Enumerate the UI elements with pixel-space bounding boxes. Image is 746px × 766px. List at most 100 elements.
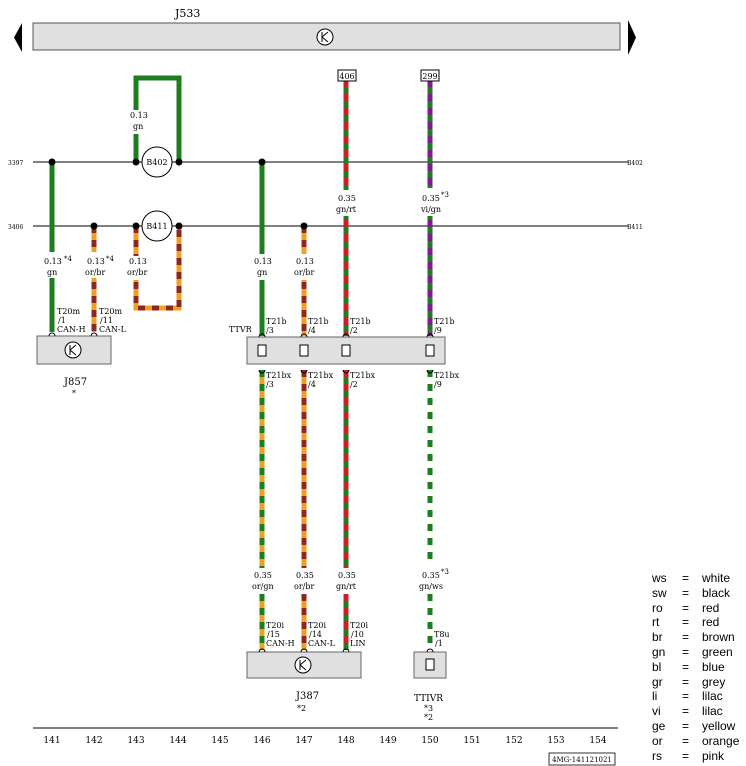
bus-upper-right-label: B402: [627, 160, 643, 167]
wire-150-top-gauge: 0.35: [422, 194, 440, 203]
ttivr-pin: [425, 658, 435, 671]
ttivr-note1: *3: [424, 704, 433, 713]
legend-code: ge: [652, 718, 666, 733]
bus-lower-right-label: B411: [627, 224, 643, 231]
track-label: 148: [337, 736, 354, 746]
j857-conn-a-pin: /1: [58, 316, 66, 325]
legend-name: lilac: [702, 704, 723, 719]
legend-row: or=orange: [652, 734, 746, 749]
j857-label: J857: [63, 377, 87, 388]
wire-loop-gn-gauge: 0.13: [130, 111, 148, 120]
j387-pin-markers: [258, 648, 350, 653]
t8u-1-pin: /1: [435, 639, 443, 648]
arrow-right-icon: [628, 20, 636, 55]
j857-conn-b-name: T20m: [99, 307, 123, 316]
j857-conn-a-name: T20m: [57, 307, 81, 316]
t21b-4-pin: /4: [308, 326, 316, 335]
legend-code: or: [652, 733, 663, 748]
legend-name: brown: [702, 630, 735, 645]
t21bx-9-name: T21bx: [434, 371, 460, 380]
t21bx-4-name: T21bx: [308, 371, 334, 380]
legend-name: red: [702, 615, 720, 630]
wire-150-top-note: *3: [441, 191, 449, 199]
wire-150-top-color: vi/gn: [420, 205, 441, 214]
doc-code: 4MG-141121021: [552, 756, 612, 764]
wire-141-color: gn: [47, 268, 57, 277]
junction-dots: [48, 158, 308, 230]
j857-conn-b-signal: CAN-L: [99, 325, 127, 334]
bus-upper-left-label: 3397: [8, 160, 23, 167]
legend-row: ro=red: [652, 601, 746, 616]
legend-code: gn: [652, 644, 666, 659]
wire-146-bot-color: or/gn: [252, 582, 274, 591]
j857-pin-markers: [48, 332, 98, 337]
legend-row: li=lilac: [652, 689, 746, 704]
legend-row: ws=white: [652, 571, 746, 586]
t21bx-2-pin: /2: [350, 380, 358, 389]
t21bx-2-name: T21bx: [350, 371, 376, 380]
wire-142-note: *4: [106, 255, 115, 263]
track-label: 149: [379, 736, 396, 746]
arrow-left-icon: [14, 23, 22, 52]
splice-b411: [141, 210, 173, 242]
legend-row: gn=green: [652, 645, 746, 660]
t20i-14-signal: CAN-L: [308, 639, 336, 648]
legend-code: bl: [652, 659, 662, 674]
ttvr-label: TTVR: [229, 325, 253, 334]
t20i-10-signal: LIN: [350, 639, 365, 648]
track-label: 143: [127, 736, 144, 746]
j387-note: *2: [297, 704, 306, 713]
legend-row: bl = blue: [652, 660, 746, 675]
legend-row: sw=black: [652, 586, 746, 601]
t21b-2-name: T21b: [350, 317, 371, 326]
ttivr-label: TTIVR: [414, 694, 443, 704]
track-label: 151: [463, 736, 480, 746]
legend-code: gr: [652, 674, 663, 689]
bus-lower-left-label: 3406: [8, 224, 23, 231]
ref-299-label: 299: [422, 72, 437, 81]
legend-eq: =: [682, 630, 690, 645]
t20i-14-name: T20i: [308, 621, 327, 630]
track-label: 152: [505, 736, 522, 746]
legend-eq: =: [682, 704, 690, 719]
doc-code-box: [548, 752, 616, 766]
j857-transistor-icon: [64, 341, 82, 359]
legend-code: rs: [652, 748, 662, 763]
ref-box-299: [420, 69, 440, 82]
t8u-1-name: T8u: [434, 630, 450, 639]
wire-150-bot-color: gn/ws: [419, 582, 443, 591]
j533-label: J533: [174, 7, 200, 20]
wire-147-bot-color: or/br: [294, 582, 314, 591]
wire-146-bot-gauge: 0.35: [254, 571, 272, 580]
t20i-15-pin: /15: [267, 630, 280, 639]
legend-eq: =: [682, 659, 690, 674]
legend-code: br: [652, 630, 663, 645]
t21bx-4-pin: /4: [308, 380, 316, 389]
legend-name: yellow: [702, 718, 736, 733]
wire-loop-orbr-gauge: 0.13: [129, 257, 147, 266]
t21bx-3-pin: /3: [266, 380, 274, 389]
legend-name: lilac: [702, 689, 723, 704]
wire-147-top-color: or/br: [294, 268, 314, 277]
wire-146-top-color: gn: [257, 268, 267, 277]
legend-eq: =: [682, 644, 690, 659]
legend-code: ro: [652, 600, 663, 615]
j857-note: *: [72, 389, 76, 398]
j857-conn-b-pin: /11: [100, 316, 113, 325]
legend-name: blue: [702, 659, 725, 674]
wire-150-bot-gauge: 0.35: [422, 571, 440, 580]
wire-loop-orbr-color: or/br: [127, 268, 147, 277]
wire-150-bot-note: *3: [441, 568, 449, 576]
ref-406-label: 406: [339, 72, 354, 81]
legend-name: red: [702, 600, 720, 615]
legend-eq: =: [682, 674, 690, 689]
wire-148-bot-color: gn/rt: [336, 582, 357, 591]
legend-code: li: [652, 689, 658, 704]
ttvr-pins: [257, 333, 435, 374]
wire-141-gauge: 0.13: [44, 257, 62, 266]
wire-141-note: *4: [64, 255, 73, 263]
wire-148-top-color: gn/rt: [336, 205, 357, 214]
